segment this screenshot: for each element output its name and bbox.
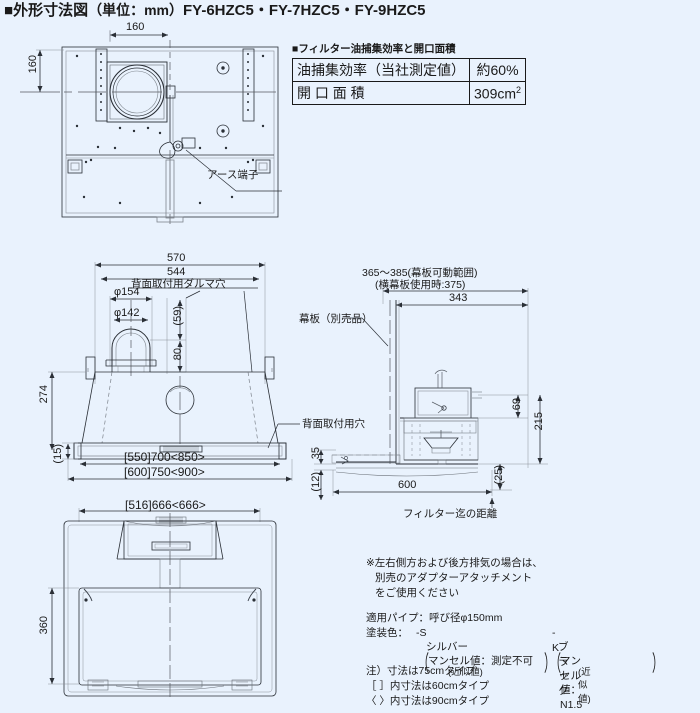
paren-open-silver: （ <box>418 650 430 676</box>
notes-block: ※左右側方および後方排気の場合は、 別売のアダプターアタッチメント をご使用くだ… <box>366 556 663 711</box>
area-value-sup: 2 <box>516 84 522 95</box>
dim-front-544: 544 <box>167 266 186 278</box>
color-munsell-black: マンセル値：N1.5 <box>560 654 583 712</box>
heading-marker: ■ <box>292 43 299 55</box>
dim-phi-142: φ142 <box>114 307 140 319</box>
legend-line-3: 〈 〉内寸法は90cmタイプ <box>366 695 490 708</box>
label-rear-mount-hole: 背面取付用穴 <box>302 418 365 430</box>
label-earth-terminal: アース端子 <box>207 169 259 181</box>
legend-line-1: 注）寸法は75cmタイプ <box>366 665 476 677</box>
filter-table-heading: ■フィルター油捕集効率と開口面積 <box>292 41 526 56</box>
color-munsell-silver: マンセル値：測定不可 <box>428 654 533 667</box>
cell-value-efficiency: 約60% <box>468 58 527 82</box>
table-row: 開 口 面 積 309cm2 <box>292 81 527 105</box>
dim-600: 600 <box>398 479 417 491</box>
paren-close-silver: ） <box>544 650 556 676</box>
title-models: FY-6HZC5・FY-7HZC5・FY-9HZC5 <box>182 2 426 19</box>
dim-bottom-width: [516]666<666> <box>125 498 206 512</box>
legend-line-2: ［ ］内寸法は60cmタイプ <box>366 680 490 693</box>
color-name-black: ブラック <box>558 640 569 698</box>
note-exhaust-line-3: をご使用ください <box>375 586 459 599</box>
legend-block: 注）寸法は75cmタイプ ［ ］内寸法は60cmタイプ 〈 〉内寸法は90cmタ… <box>366 664 489 710</box>
dim-360: 360 <box>38 616 50 635</box>
title-main: 外形寸法図 <box>13 2 89 19</box>
color-code-silver: -S <box>416 626 427 639</box>
note-exhaust-line-1: ※左右側方および後方排気の場合は、 <box>366 557 543 569</box>
page-title: ■外形寸法図（単位：mm）FY-6HZC5・FY-7HZC5・FY-9HZC5 <box>4 2 426 20</box>
dim-front-outer-width: [600]750<900> <box>124 465 205 479</box>
paren-open-black: （ <box>550 650 562 676</box>
note-pipe: 適用パイプ：呼び径φ150mm <box>366 611 503 624</box>
cell-value-area: 309cm2 <box>468 81 527 105</box>
color-name-silver: シルバー <box>426 640 468 653</box>
dim-343: 343 <box>449 292 468 304</box>
label-daruma-hole: 背面取付用ダルマ穴 <box>131 278 226 290</box>
note-exhaust-line-2: 別売のアダプターアタッチメント <box>375 571 533 584</box>
dim-front-inner-width: [550]700<850> <box>124 450 205 464</box>
color-approx-silver: (近似値) <box>448 666 483 678</box>
area-value-base: 309cm <box>474 85 517 102</box>
title-unit: （単位：mm） <box>88 2 183 18</box>
filter-efficiency-table: 油捕集効率（当社測定値） 約60% 開 口 面 積 309cm2 <box>292 58 527 105</box>
dim-top-160-horizontal: 160 <box>126 21 145 33</box>
color-approx-black: (近似値) <box>578 666 591 705</box>
title-marker: ■ <box>4 2 14 19</box>
filter-efficiency-table-wrap: ■フィルター油捕集効率と開口面積 油捕集効率（当社測定値） 約60% 開 口 面… <box>292 41 527 105</box>
dim-phi-154: φ154 <box>114 286 140 298</box>
note-paint-label: 塗装色： <box>366 626 408 639</box>
dim-front-570: 570 <box>167 252 186 264</box>
dim-makuita-range-sub: (横幕板使用時:375) <box>375 279 466 291</box>
color-code-black: -K <box>552 626 560 654</box>
dim-makuita-range: 365〜385(幕板可動範囲) <box>362 267 478 279</box>
label-makuita: 幕板（別売品） <box>299 313 373 325</box>
label-filter-distance: フィルター迄の距離 <box>403 508 498 520</box>
heading-text: フィルター油捕集効率と開口面積 <box>298 43 456 55</box>
paren-close-black: ） <box>652 650 664 676</box>
